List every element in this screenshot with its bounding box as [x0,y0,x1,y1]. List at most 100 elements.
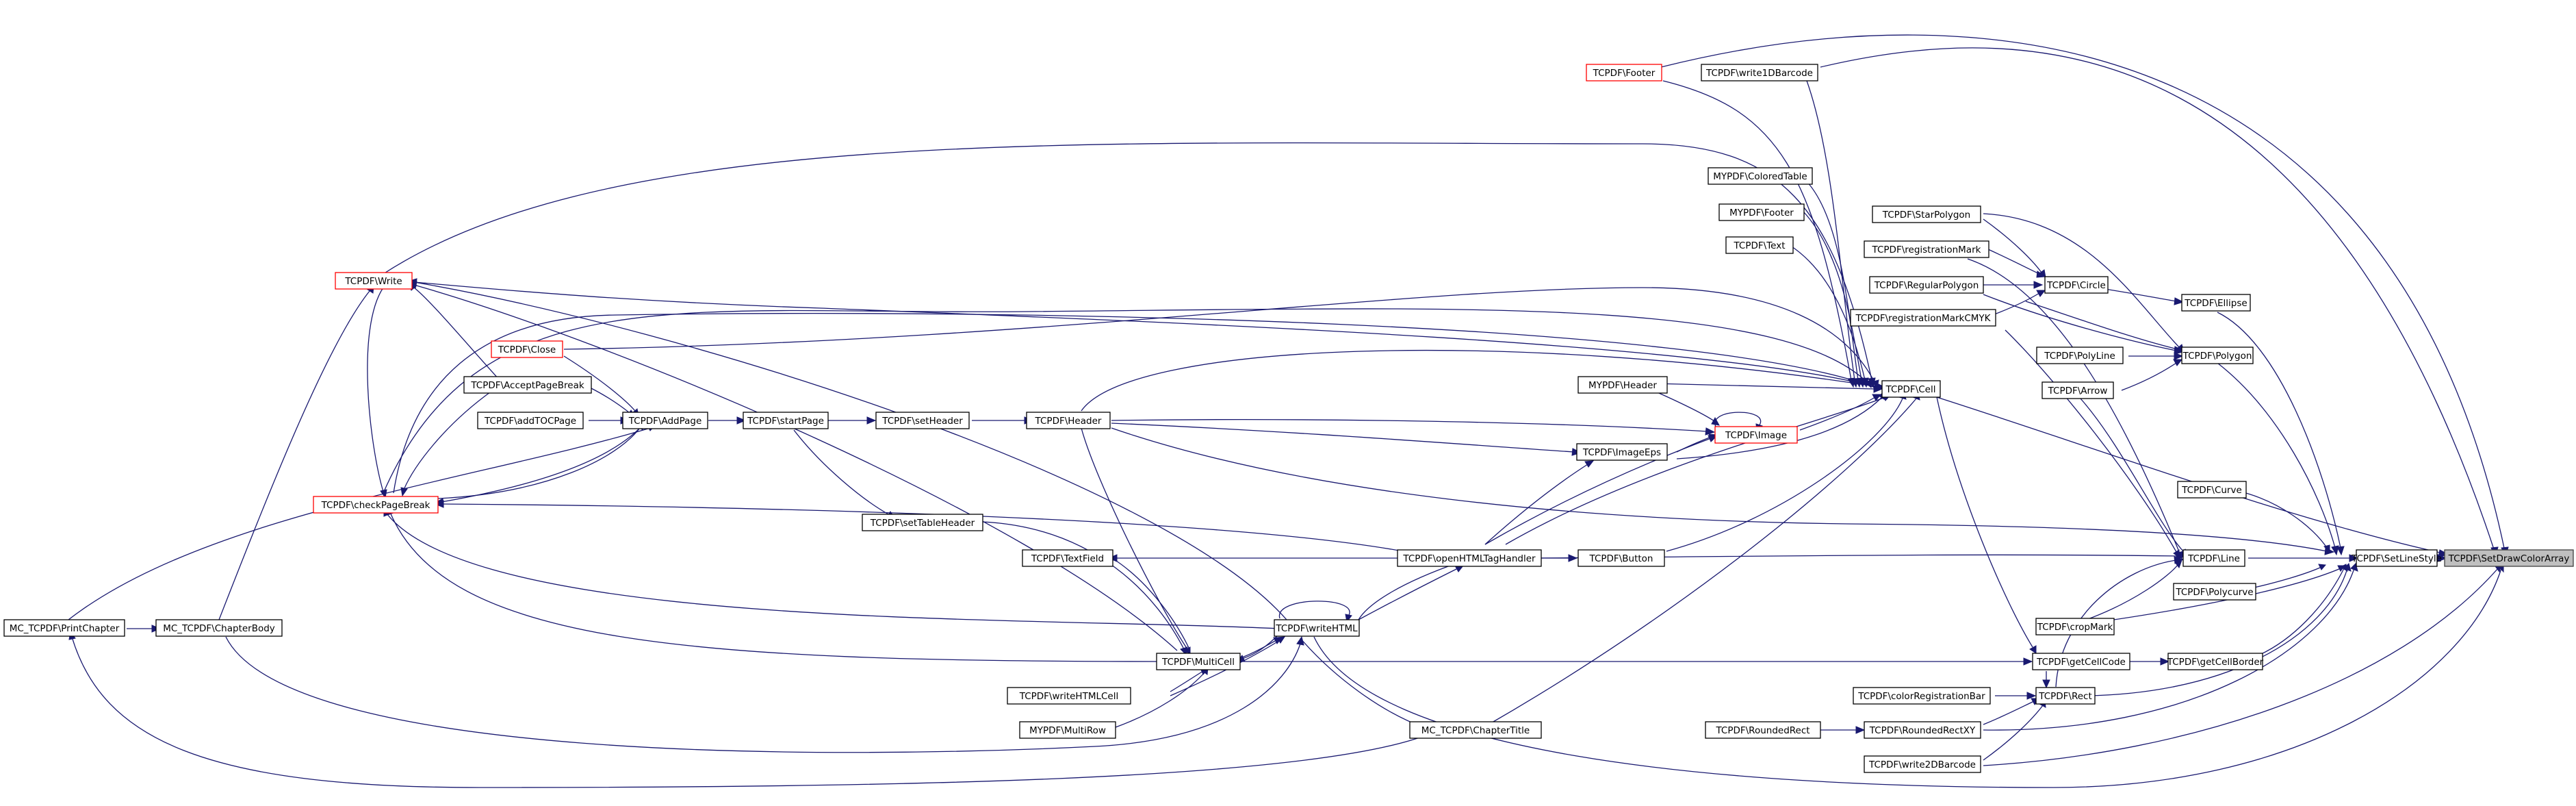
node-addtocpage[interactable]: TCPDF\addTOCPage [477,412,584,429]
edge-cropmark-line [2080,559,2182,622]
node-acceptpagebreak[interactable]: TCPDF\AcceptPageBreak [463,376,592,394]
node-write1dbarcode[interactable]: TCPDF\write1DBarcode [1701,64,1818,81]
svg-text:TCPDF\getCellCode: TCPDF\getCellCode [2036,657,2126,668]
node-image[interactable]: TCPDF\Image [1714,426,1798,444]
node-registrationmark[interactable]: TCPDF\registrationMark [1864,240,1989,258]
node-cropmark[interactable]: TCPDF\cropMark [2035,618,2115,635]
node-setheader[interactable]: TCPDF\setHeader [875,412,970,429]
node-startpage[interactable]: TCPDF\startPage [743,412,829,429]
svg-text:TCPDF\RoundedRect: TCPDF\RoundedRect [1715,725,1809,736]
edge-openhtml-image [1484,435,1718,545]
node-roundedrect[interactable]: TCPDF\RoundedRect [1705,721,1821,739]
node-getcellcode[interactable]: TCPDF\getCellCode [2032,653,2130,670]
svg-text:TCPDF\openHTMLTagHandler: TCPDF\openHTMLTagHandler [1402,553,1536,564]
node-arrow[interactable]: TCPDF\Arrow [2042,381,2114,399]
node-close[interactable]: TCPDF\Close [491,340,563,358]
node-addpage[interactable]: TCPDF\AddPage [622,412,708,429]
edge-openhtml-imageeps [1484,460,1595,545]
edge-printchapter-chapterbody [127,625,162,633]
svg-text:TCPDF\writeHTMLCell: TCPDF\writeHTMLCell [1019,691,1118,702]
node-writehtml[interactable]: TCPDF\writeHTML [1274,619,1360,637]
node-chaptertitle[interactable]: MC_TCPDF\ChapterTitle [1409,721,1542,739]
node-regularpolygon[interactable]: TCPDF\RegularPolygon [1869,276,1984,294]
node-writehtmlcell[interactable]: TCPDF\writeHTMLCell [1007,687,1131,705]
node-textfield[interactable]: TCPDF\TextField [1022,549,1113,567]
node-starpolygon[interactable]: TCPDF\StarPolygon [1872,205,1981,223]
node-registrationmarkcmyk[interactable]: TCPDF\registrationMarkCMYK [1850,309,1996,327]
node-rect[interactable]: TCPDF\Rect [2035,687,2096,705]
svg-text:TCPDF\Polygon: TCPDF\Polygon [2182,351,2252,362]
edge-roundedrectxy-setlinestyle [1983,563,2358,731]
node-mypdf-header[interactable]: MYPDF\Header [1577,376,1668,394]
node-imageeps[interactable]: TCPDF\ImageEps [1576,443,1668,461]
node-multicell[interactable]: TCPDF\MultiCell [1156,653,1241,670]
node-polygon[interactable]: TCPDF\Polygon [2181,347,2254,364]
node-curve[interactable]: TCPDF\Curve [2177,481,2247,499]
edge-close-cell [563,287,1879,389]
edge-writehtml-openhtml [1358,565,1465,620]
svg-text:TCPDF\cropMark: TCPDF\cropMark [2037,622,2113,633]
node-mypdf-multirow[interactable]: MYPDF\MultiRow [1019,721,1116,739]
edge-checkpagebreak-cell [383,308,1872,494]
edge-cell-checkpagebreak [393,313,1879,494]
node-set-line-style[interactable]: TCPDF\SetLineStyle [2351,549,2442,567]
svg-text:TCPDF\SetDrawColorArray: TCPDF\SetDrawColorArray [2448,553,2570,564]
edges [68,34,2509,788]
node-settableheader[interactable]: TCPDF\setTableHeader [862,514,983,531]
svg-text:TCPDF\writeHTML: TCPDF\writeHTML [1275,623,1358,634]
node-header[interactable]: TCPDF\Header [1026,412,1111,429]
svg-text:TCPDF\StarPolygon: TCPDF\StarPolygon [1882,210,1970,221]
edge-write1d-cell [1806,80,1859,388]
edge-printchapter-addpage [68,424,657,620]
edge-header-multicell [1081,427,1191,655]
node-checkpagebreak[interactable]: TCPDF\checkPageBreak [313,496,439,514]
node-write[interactable]: TCPDF\Write [335,272,413,290]
svg-text:MC_TCPDF\ChapterBody: MC_TCPDF\ChapterBody [163,623,275,634]
node-button[interactable]: TCPDF\Button [1577,549,1665,567]
edge-multicell-checkpagebreak [387,505,1164,662]
svg-text:TCPDF\Arrow: TCPDF\Arrow [2048,386,2108,396]
svg-text:TCPDF\checkPageBreak: TCPDF\checkPageBreak [321,500,430,511]
edge-multicell-write [407,281,1178,651]
node-cell[interactable]: TCPDF\Cell [1881,380,1941,398]
svg-text:TCPDF\Text: TCPDF\Text [1733,240,1785,251]
node-getcellborder[interactable]: TCPDF\getCellBorder [2167,653,2264,670]
svg-text:TCPDF\AcceptPageBreak: TCPDF\AcceptPageBreak [470,380,584,391]
node-mypdf-footer[interactable]: MYPDF\Footer [1718,203,1805,221]
edge-cell-root [1936,396,2450,557]
edge-regmarkcmyk-line [2005,329,2180,558]
node-polycurve[interactable]: TCPDF\Polycurve [2173,583,2256,601]
svg-text:TCPDF\registrationMark: TCPDF\registrationMark [1872,244,1981,255]
svg-text:MC_TCPDF\PrintChapter: MC_TCPDF\PrintChapter [10,623,120,634]
edge-starpolygon-circle [1983,218,2046,278]
node-polyline[interactable]: TCPDF\PolyLine [2036,347,2124,364]
node-footer[interactable]: TCPDF\Footer [1586,64,1662,81]
node-write2dbarcode[interactable]: TCPDF\write2DBarcode [1864,755,1981,773]
edge-writehtml-chaptertitle [1300,638,1430,731]
svg-text:TCPDF\setHeader: TCPDF\setHeader [881,416,963,427]
edge-circle-polygon [2025,301,2185,354]
edge-cell-write [413,281,1876,388]
node-colorregistrationbar[interactable]: TCPDF\colorRegistrationBar [1853,687,1991,705]
edge-ellipse-setlinestyle [2217,312,2345,556]
svg-text:TCPDF\Ellipse: TCPDF\Ellipse [2184,298,2247,309]
node-roundedrectxy[interactable]: TCPDF\RoundedRectXY [1864,721,1981,739]
node-circle[interactable]: TCPDF\Circle [2044,276,2109,294]
svg-text:TCPDF\Header: TCPDF\Header [1035,416,1102,427]
svg-text:TCPDF\RoundedRectXY: TCPDF\RoundedRectXY [1869,725,1976,736]
node-printchapter[interactable]: MC_TCPDF\PrintChapter [3,619,125,637]
edge-myheader-cell [1652,383,1883,393]
node-ellipse[interactable]: TCPDF\Ellipse [2181,294,2251,312]
edge-writehtml-checkpagebreak [383,507,1280,629]
svg-text:TCPDF\Image: TCPDF\Image [1725,430,1787,441]
edge-textfield-multicell [1111,557,1190,650]
node-set-draw-color-array[interactable]: TCPDF\SetDrawColorArray [2444,549,2574,567]
node-mypdf-coloredtable[interactable]: MYPDF\ColoredTable [1708,167,1813,185]
node-chapterbody[interactable]: MC_TCPDF\ChapterBody [155,619,283,637]
svg-text:TCPDF\Line: TCPDF\Line [2187,553,2240,564]
node-openhtmltaghandler[interactable]: TCPDF\openHTMLTagHandler [1397,549,1542,567]
node-text[interactable]: TCPDF\Text [1725,236,1794,254]
edge-acceptpagebreak-checkpagebreak [400,390,493,497]
node-line[interactable]: TCPDF\Line [2182,549,2245,567]
edge-acceptpagebreak-write [408,282,500,381]
